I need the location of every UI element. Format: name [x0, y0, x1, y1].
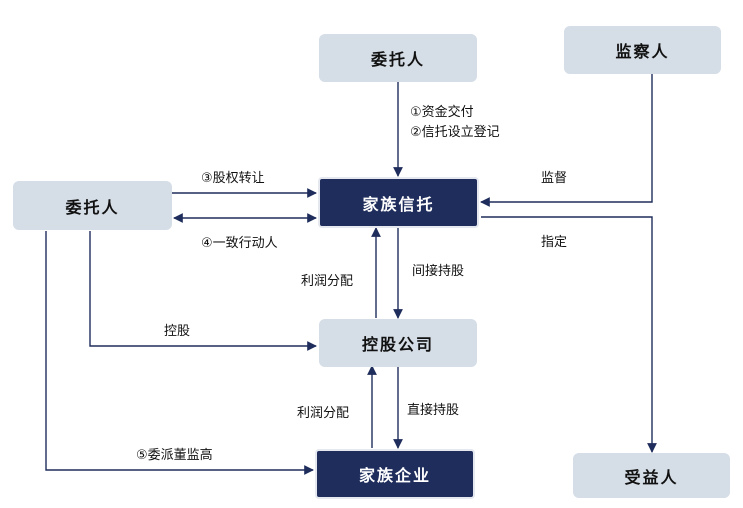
- arrow-designation: [481, 216, 657, 453]
- settlor-top-label: 委托人: [370, 50, 425, 69]
- supervisor-node: 监察人: [564, 26, 721, 74]
- fund-delivery-label: ①资金交付: [410, 105, 474, 120]
- holding-company-label: 控股公司: [361, 335, 434, 354]
- settlor-left-label: 委托人: [65, 197, 120, 217]
- settlor-top-node: 委托人: [319, 34, 477, 82]
- supervisor-label: 监察人: [615, 42, 670, 61]
- beneficiary-node: 受益人: [573, 453, 730, 498]
- arrow-supervision: [480, 74, 653, 207]
- profit-distribution-2-label: 利润分配: [297, 406, 350, 421]
- concerted-action-label: ④一致行动人: [201, 236, 278, 251]
- direct-holding-label: 直接持股: [407, 403, 460, 418]
- arrow-appoint-directors: [45, 231, 314, 475]
- family-trust-node: 家族信托: [318, 177, 479, 228]
- equity-transfer-label: ③股权转让: [201, 171, 265, 186]
- profit-distribution-1-label: 利润分配: [301, 274, 354, 289]
- holding-company-node: 控股公司: [319, 319, 477, 367]
- control-label: 控股: [164, 324, 191, 339]
- family-business-node: 家族企业: [315, 449, 475, 499]
- appoint-directors-label: ⑤委派董监高: [136, 448, 213, 463]
- family-business-label: 家族企业: [358, 466, 431, 485]
- supervision-label: 监督: [541, 171, 568, 186]
- family-trust-label: 家族信托: [362, 194, 435, 214]
- beneficiary-label: 受益人: [624, 467, 679, 487]
- arrow-control: [89, 231, 317, 351]
- designation-label: 指定: [541, 235, 568, 250]
- trust-registration-label: ②信托设立登记: [410, 125, 500, 140]
- settlor-left-node: 委托人: [13, 181, 172, 230]
- indirect-holding-label: 间接持股: [412, 264, 465, 279]
